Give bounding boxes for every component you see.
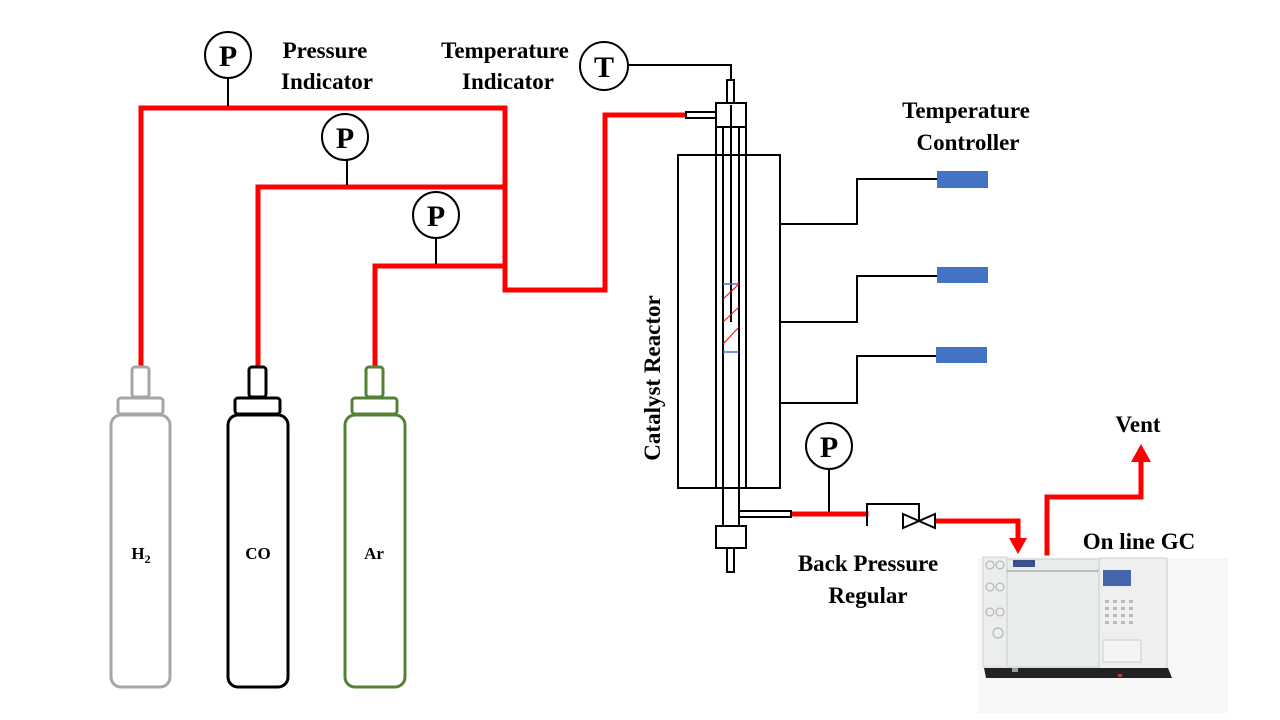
online-gc bbox=[978, 556, 1228, 713]
catalyst-reactor-label: Catalyst Reactor bbox=[640, 295, 665, 460]
svg-text:P: P bbox=[427, 200, 445, 233]
back-pressure-regulator bbox=[866, 503, 936, 530]
svg-text:P: P bbox=[219, 40, 237, 73]
back-pressure-label: Regular bbox=[828, 583, 907, 608]
pressure-gauge-h2: P bbox=[204, 31, 252, 106]
temperature-gauge-icon bbox=[579, 41, 629, 91]
heater-zone-3 bbox=[936, 347, 987, 363]
pressure-gauge-co: P bbox=[321, 113, 369, 185]
back-pressure-label: Back Pressure bbox=[798, 551, 938, 576]
vent-arrow bbox=[1131, 444, 1151, 462]
temperature-indicator-label: Indicator bbox=[462, 69, 554, 94]
pressure-gauge-outlet: P bbox=[805, 422, 853, 512]
pressure-gauge-ar: P bbox=[412, 191, 460, 264]
h2-line bbox=[138, 105, 689, 368]
vent-label: Vent bbox=[1115, 412, 1160, 437]
pressure-gauge-icon bbox=[204, 31, 252, 79]
cylinder-co: CO bbox=[226, 365, 290, 689]
pressure-indicator-label: Pressure bbox=[283, 38, 368, 63]
valve-icon bbox=[902, 512, 922, 530]
cylinder-h2: H2 bbox=[109, 365, 172, 689]
co-line bbox=[255, 184, 508, 368]
svg-text:P: P bbox=[820, 431, 838, 464]
bottom-fitting bbox=[715, 525, 747, 549]
gas-lines bbox=[138, 105, 1144, 556]
pressure-gauge-icon bbox=[412, 191, 460, 239]
temperature-controller-label: Temperature bbox=[902, 98, 1030, 123]
temperature-indicator: T bbox=[579, 41, 732, 91]
svg-text:CO: CO bbox=[245, 544, 271, 563]
pressure-indicator-label: Indicator bbox=[281, 69, 373, 94]
gc-inlet-arrow bbox=[1009, 538, 1027, 554]
svg-text:P: P bbox=[336, 122, 354, 155]
svg-text:Ar: Ar bbox=[364, 544, 384, 563]
pressure-gauge-icon bbox=[805, 422, 853, 470]
svg-text:H2: H2 bbox=[131, 544, 150, 566]
ar-line bbox=[372, 263, 508, 368]
pressure-gauge-icon bbox=[321, 113, 369, 161]
catalyst-reactor bbox=[677, 79, 792, 573]
svg-text:T: T bbox=[594, 51, 614, 84]
temperature-indicator-label: Temperature bbox=[441, 38, 569, 63]
temperature-controller-wires bbox=[780, 178, 937, 404]
cylinder-ar: Ar bbox=[343, 365, 407, 689]
heater-zone-1 bbox=[937, 171, 988, 188]
heater-zone-2 bbox=[937, 267, 988, 283]
furnace bbox=[677, 154, 781, 489]
online-gc-label: On line GC bbox=[1083, 529, 1195, 554]
temperature-controller-label: Controller bbox=[916, 130, 1019, 155]
gc-to-vent-line bbox=[1044, 459, 1144, 556]
bpr-to-gc-line bbox=[935, 518, 1021, 543]
